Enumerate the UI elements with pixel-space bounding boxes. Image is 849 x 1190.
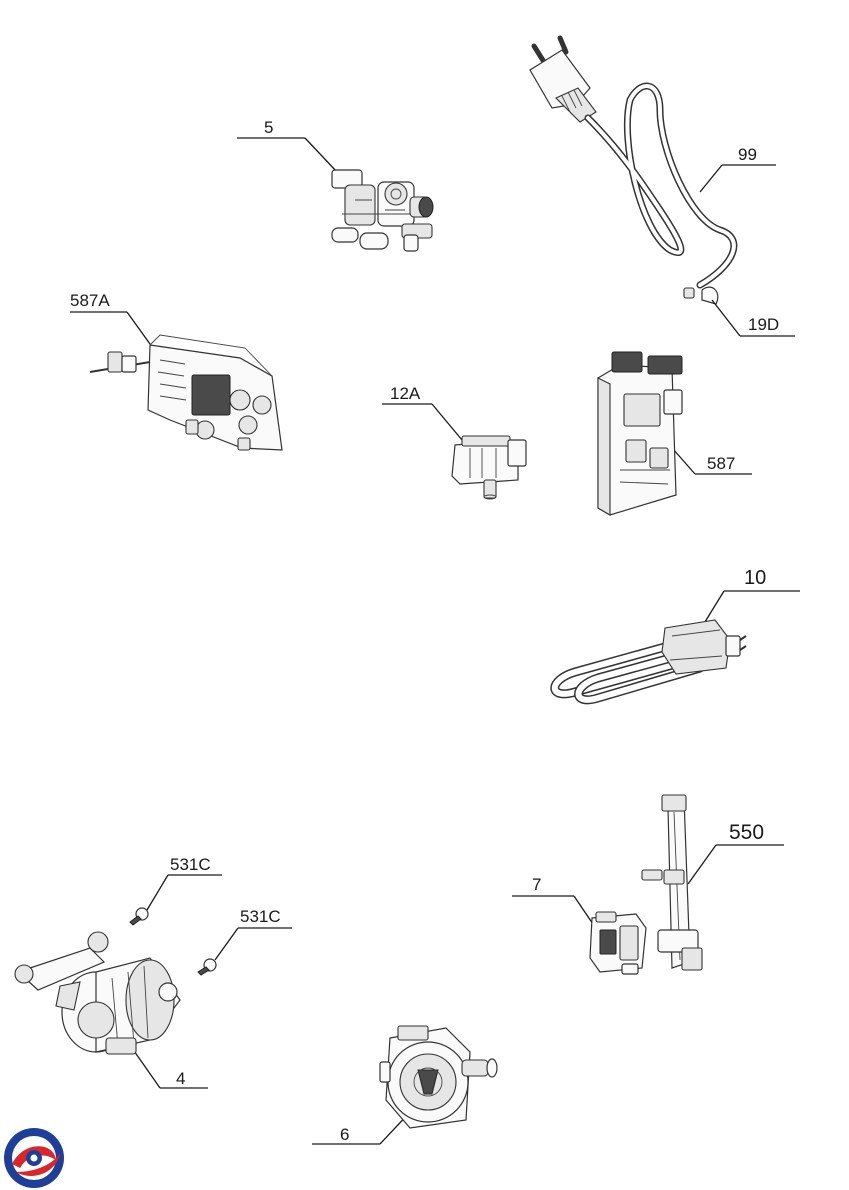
part-6-drain-pump: 6: [312, 1025, 498, 1145]
label-5: 5: [264, 118, 273, 137]
label-4: 4: [176, 1069, 185, 1088]
heating-element-drawing: [550, 619, 747, 705]
label-531c-lower: 531C: [240, 907, 281, 926]
part-19d-cord-clamp: 19D: [683, 286, 795, 337]
brand-logo: [4, 1128, 64, 1188]
screw-upper-drawing: [129, 907, 149, 926]
control-module-drawing: [89, 334, 283, 451]
part-587a-control-module: 587A: [70, 291, 283, 451]
label-587a: 587A: [70, 291, 110, 310]
part-12a-pressure-switch: 12A: [382, 384, 527, 500]
label-550: 550: [729, 821, 764, 844]
label-531c-upper: 531C: [170, 855, 211, 874]
electronic-board-drawing: [597, 351, 683, 516]
part-4-motor: 4: [14, 931, 208, 1089]
label-587: 587: [707, 454, 735, 473]
part-550-rail: 550: [641, 794, 784, 971]
logo-swirl: [12, 1146, 56, 1168]
label-99: 99: [738, 145, 757, 164]
label-6: 6: [340, 1125, 349, 1144]
door-lock-drawing: [589, 911, 647, 975]
part-531c-screw-lower: 531C: [197, 907, 292, 976]
part-7-door-lock: 7: [512, 875, 647, 975]
part-5-inlet-valve: 5: [237, 118, 434, 252]
part-587-electronic-board: 587: [597, 351, 752, 516]
label-10: 10: [744, 567, 766, 589]
pressure-switch-drawing: [451, 435, 527, 500]
plug-drawing: [529, 35, 597, 123]
part-10-heating-element: 10: [550, 567, 800, 705]
label-7: 7: [532, 875, 541, 894]
inlet-valve-drawing: [331, 169, 434, 252]
motor-drawing: [14, 931, 181, 1055]
rail-drawing: [641, 794, 703, 971]
drain-pump-drawing: [379, 1025, 498, 1129]
label-19d: 19D: [748, 315, 779, 334]
part-531c-screw-upper: 531C: [129, 855, 222, 926]
label-12a: 12A: [390, 384, 421, 403]
part-99-power-cord: 99: [529, 35, 776, 289]
screw-lower-drawing: [197, 958, 217, 976]
